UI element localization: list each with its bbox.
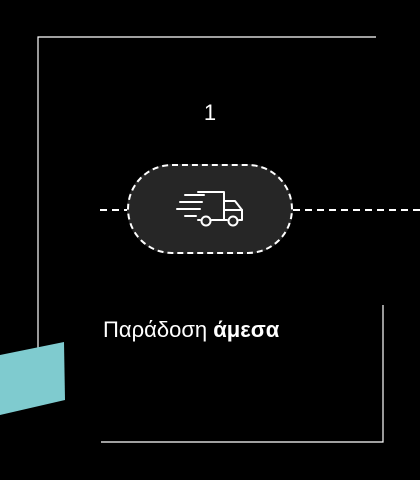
accent-shape [0,342,65,415]
step-number: 1 [203,100,217,125]
icon-pill [127,164,293,254]
feature-title-bold: άμεσα [213,317,280,342]
delivery-truck-icon [176,191,243,227]
feature-title-regular: Παράδοση [103,317,208,342]
feature-title: Παράδοση άμεσα [103,316,373,344]
